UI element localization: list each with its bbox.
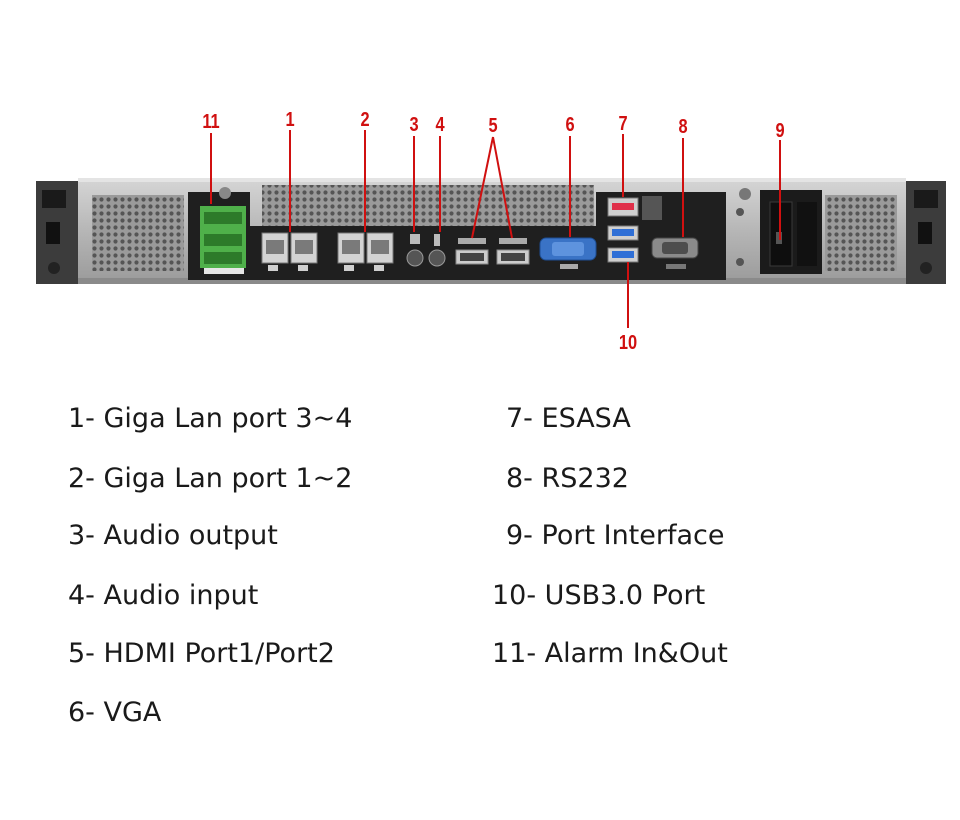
callout-6: 6 [565, 114, 575, 136]
callout-3: 3 [409, 114, 419, 136]
callout-2: 2 [360, 109, 370, 131]
legend-item-5: 5- HDMI Port1/Port2 [68, 638, 335, 669]
callout-7: 7 [618, 113, 628, 135]
legend-item-2: 2- Giga Lan port 1~2 [68, 463, 353, 494]
esata-port [607, 196, 662, 220]
legend-item-1: 1- Giga Lan port 3~4 [68, 403, 353, 434]
lan-ports-3-4 [261, 232, 318, 271]
usb-ports [607, 225, 639, 263]
legend-item-4: 4- Audio input [68, 580, 259, 611]
vga-port [539, 237, 597, 269]
vent-left [92, 195, 184, 271]
callout-9: 9 [775, 120, 785, 142]
callout-11: 11 [202, 111, 220, 133]
callout-leaders [210, 130, 781, 328]
rack-ear-left [36, 181, 78, 284]
callout-10: 10 [618, 332, 638, 354]
audio-output-jack [406, 234, 424, 267]
legend-item-11: 11- Alarm In&Out [492, 638, 728, 669]
alarm-terminal-block [200, 187, 246, 274]
callout-5: 5 [488, 115, 498, 137]
vent-top [262, 185, 594, 227]
audio-input-jack [428, 234, 446, 267]
legend-item-10: 10- USB3.0 Port [492, 580, 706, 611]
legend-item-3: 3- Audio output [68, 520, 278, 551]
legend-item-9: 9- Port Interface [506, 520, 725, 551]
vent-right [825, 195, 897, 271]
callout-4: 4 [435, 114, 445, 136]
rack-ear-right [906, 181, 946, 284]
callout-8: 8 [678, 116, 688, 138]
lan-ports-1-2 [337, 232, 394, 271]
legend-item-6: 6- VGA [68, 697, 162, 728]
hdmi-ports [455, 238, 530, 265]
legend-item-8: 8- RS232 [506, 463, 629, 494]
legend-item-7: 7- ESASA [506, 403, 631, 434]
rs232-port [651, 237, 699, 269]
callout-1: 1 [285, 109, 295, 131]
